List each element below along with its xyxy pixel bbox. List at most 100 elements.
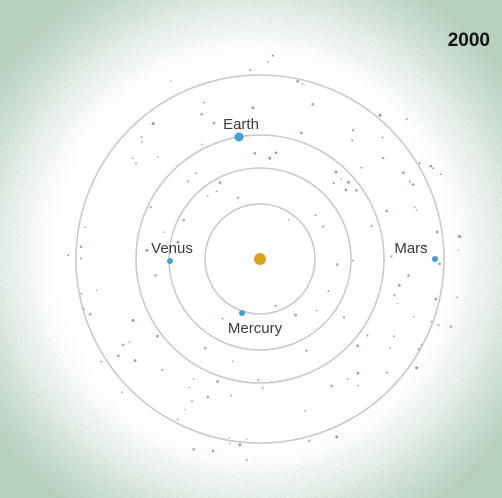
asteroid-dot xyxy=(212,121,216,125)
orbit-mercury xyxy=(204,203,316,315)
orbit-mars xyxy=(75,74,445,444)
asteroid-dot xyxy=(407,274,410,277)
asteroid-dot xyxy=(100,360,103,363)
asteroid-dot xyxy=(415,366,419,370)
asteroid-dot xyxy=(381,136,384,139)
asteroid-dot xyxy=(449,325,453,328)
asteroid-dot xyxy=(327,290,330,292)
asteroid-dot xyxy=(261,386,264,389)
asteroid-dot xyxy=(182,218,185,222)
asteroid-dot xyxy=(200,143,203,146)
asteroid-dot xyxy=(385,209,388,213)
asteroid-dot xyxy=(393,294,396,297)
asteroid-dot xyxy=(192,378,195,380)
asteroid-dot xyxy=(430,320,433,323)
asteroid-dot xyxy=(251,106,255,110)
asteroid-dots xyxy=(67,54,461,462)
asteroid-dot xyxy=(215,190,218,193)
asteroid-dot xyxy=(200,113,203,116)
mercury-planet-dot-icon xyxy=(239,310,245,316)
asteroid-dot xyxy=(246,459,248,462)
asteroid-dot xyxy=(228,437,230,439)
asteroid-dot xyxy=(191,399,193,402)
asteroid-dot xyxy=(274,304,277,307)
asteroid-dot xyxy=(157,156,159,158)
asteroid-dot xyxy=(176,240,180,244)
asteroid-dot xyxy=(300,131,303,135)
venus-planet-dot-icon xyxy=(167,258,173,264)
asteroid-dot xyxy=(116,354,120,358)
asteroid-dot xyxy=(186,180,190,183)
asteroid-dot xyxy=(408,180,412,183)
asteroid-dot xyxy=(432,167,435,170)
asteroid-dot xyxy=(344,189,347,192)
asteroid-dot xyxy=(458,235,461,239)
asteroid-dot xyxy=(340,178,343,180)
asteroid-dot xyxy=(390,255,393,258)
asteroid-dot xyxy=(335,435,339,439)
asteroid-dot xyxy=(67,254,70,256)
asteroid-dot xyxy=(351,139,354,142)
asteroid-dot xyxy=(203,346,207,350)
asteroid-dot xyxy=(140,136,143,138)
asteroid-dot xyxy=(415,209,418,211)
asteroid-dot xyxy=(370,224,373,228)
asteroid-dot xyxy=(311,102,315,106)
asteroid-dot xyxy=(382,156,385,160)
mercury-label: Mercury xyxy=(228,320,283,337)
asteroid-dot xyxy=(184,408,186,411)
asteroid-dot xyxy=(161,369,164,372)
asteroid-dot xyxy=(237,127,240,130)
asteroid-dot xyxy=(246,438,248,440)
year-label: 2000 xyxy=(448,30,490,51)
asteroid-dot xyxy=(176,418,179,421)
asteroid-dot xyxy=(206,395,210,399)
asteroid-dot xyxy=(397,283,401,287)
asteroid-dot xyxy=(128,340,131,343)
venus-label: Venus xyxy=(151,240,193,257)
asteroid-dot xyxy=(218,181,222,184)
asteroid-dot xyxy=(79,245,83,249)
asteroid-dot xyxy=(429,164,433,168)
asteroid-dot xyxy=(357,384,359,387)
asteroid-dot xyxy=(89,313,92,316)
orbit-earth xyxy=(135,134,385,384)
asteroid-dot xyxy=(216,380,219,383)
asteroid-dot xyxy=(305,349,308,352)
asteroid-dot xyxy=(154,274,157,277)
asteroid-dot xyxy=(457,249,460,252)
asteroid-dot xyxy=(95,289,98,292)
asteroid-dot xyxy=(405,118,408,120)
asteroid-dot xyxy=(267,61,269,63)
asteroid-dot xyxy=(188,386,191,389)
asteroid-dot xyxy=(434,297,438,301)
asteroid-dot xyxy=(360,166,363,169)
asteroid-dot xyxy=(229,442,231,445)
asteroid-dot xyxy=(354,189,358,192)
asteroid-dot xyxy=(121,343,125,347)
asteroid-dot xyxy=(195,172,198,175)
asteroid-dot xyxy=(149,205,152,209)
mars-label: Mars xyxy=(394,240,427,257)
asteroid-dot xyxy=(412,315,415,318)
asteroid-dot xyxy=(411,183,415,186)
asteroid-dot xyxy=(335,263,339,266)
asteroid-dot xyxy=(192,447,196,451)
asteroid-dot xyxy=(334,170,338,174)
sun-icon xyxy=(254,253,266,265)
asteroid-dot xyxy=(221,317,224,320)
asteroid-dot xyxy=(131,319,135,322)
asteroid-dot xyxy=(238,443,242,447)
asteroid-dot xyxy=(401,171,405,175)
asteroid-dot xyxy=(351,129,355,132)
asteroid-dot xyxy=(423,244,427,248)
asteroid-dot xyxy=(315,309,318,312)
asteroid-dot xyxy=(79,257,82,260)
asteroid-dot xyxy=(439,173,442,176)
asteroid-dot xyxy=(294,313,298,317)
asteroid-dot xyxy=(352,259,355,262)
asteroid-dot xyxy=(388,347,391,349)
asteroid-dot xyxy=(231,360,234,363)
